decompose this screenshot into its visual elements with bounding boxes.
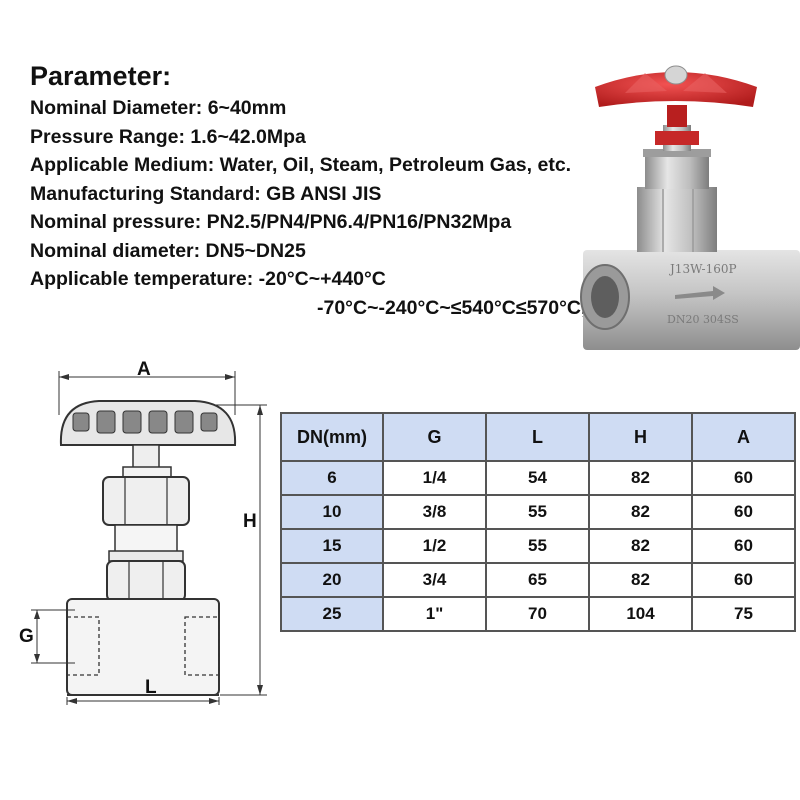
cell-h: 82 (588, 494, 693, 530)
flow-arrow-icon (675, 286, 725, 300)
valve-photo: J13W-160P DN20 304SS (580, 65, 800, 350)
header-dn: DN(mm) (280, 412, 384, 462)
table-row: 6 1/4 54 82 60 (280, 460, 796, 496)
header-h: H (588, 412, 693, 462)
param-nominal-diameter: Nominal Diameter: 6~40mm (30, 97, 287, 119)
cell-a: 60 (691, 494, 796, 530)
cell-dn: 10 (280, 494, 384, 530)
handwheel (595, 72, 757, 107)
header-a: A (691, 412, 796, 462)
dimension-label-h: H (243, 511, 257, 532)
param-nominal-pressure: Nominal pressure: PN2.5/PN4/PN6.4/PN16/P… (30, 211, 512, 233)
header-g: G (382, 412, 487, 462)
cell-dn: 6 (280, 460, 384, 496)
cell-g: 1/2 (382, 528, 487, 564)
spec-table: DN(mm) G L H A 6 1/4 54 82 60 10 3/8 55 … (280, 412, 796, 632)
param-temperature-continuation: -70°C~-240°C~≤540°C≤570°C, etc. (317, 296, 626, 319)
cell-a: 60 (691, 562, 796, 598)
dimension-label-a: A (137, 359, 151, 380)
cell-h: 82 (588, 460, 693, 496)
body-marking: J13W-160P (668, 262, 737, 276)
table-row: 15 1/2 55 82 60 (280, 528, 796, 564)
param-applicable-temperature: Applicable temperature: -20°C~+440°C (30, 268, 386, 290)
param-pressure-range: Pressure Range: 1.6~42.0Mpa (30, 125, 306, 148)
cell-l: 70 (485, 596, 590, 632)
parameter-block: Parameter: Nominal Diameter: 6~40mm Pres… (30, 58, 730, 322)
cell-a: 60 (691, 528, 796, 564)
param-nominal-diameter-dn: Nominal diameter: DN5~DN25 (30, 239, 306, 262)
header-l: L (485, 412, 590, 462)
cell-dn: 25 (280, 596, 384, 632)
dimension-drawing: A H G L (19, 359, 267, 705)
cell-l: 54 (485, 460, 590, 496)
cell-g: 1/4 (382, 460, 487, 496)
cell-h: 104 (588, 596, 693, 632)
dimension-label-l: L (145, 677, 157, 698)
bonnet-nut (637, 187, 717, 252)
table-row: 20 3/4 65 82 60 (280, 562, 796, 598)
cell-g: 3/4 (382, 562, 487, 598)
cell-h: 82 (588, 562, 693, 598)
table-row: 10 3/8 55 82 60 (280, 494, 796, 530)
cell-l: 55 (485, 494, 590, 530)
parameter-title: Parameter: (30, 61, 172, 91)
cell-g: 1" (382, 596, 487, 632)
cell-h: 82 (588, 528, 693, 564)
param-applicable-medium: Applicable Medium: Water, Oil, Steam, Pe… (30, 154, 572, 176)
cell-dn: 20 (280, 562, 384, 598)
table-header-row: DN(mm) G L H A (280, 412, 796, 462)
cell-a: 60 (691, 460, 796, 496)
valve-body (583, 250, 800, 350)
cell-l: 55 (485, 528, 590, 564)
body-marking-2: DN20 304SS (667, 313, 739, 326)
cell-a: 75 (691, 596, 796, 632)
cell-g: 3/8 (382, 494, 487, 530)
red-packing (655, 131, 699, 145)
dimension-label-g: G (19, 626, 34, 647)
table-row: 25 1" 70 104 75 (280, 596, 796, 632)
handwheel-cap (664, 65, 688, 85)
cell-l: 65 (485, 562, 590, 598)
param-manufacturing-standard: Manufacturing Standard: GB ANSI JIS (30, 182, 382, 205)
drawing-body (66, 598, 220, 696)
cell-dn: 15 (280, 528, 384, 564)
